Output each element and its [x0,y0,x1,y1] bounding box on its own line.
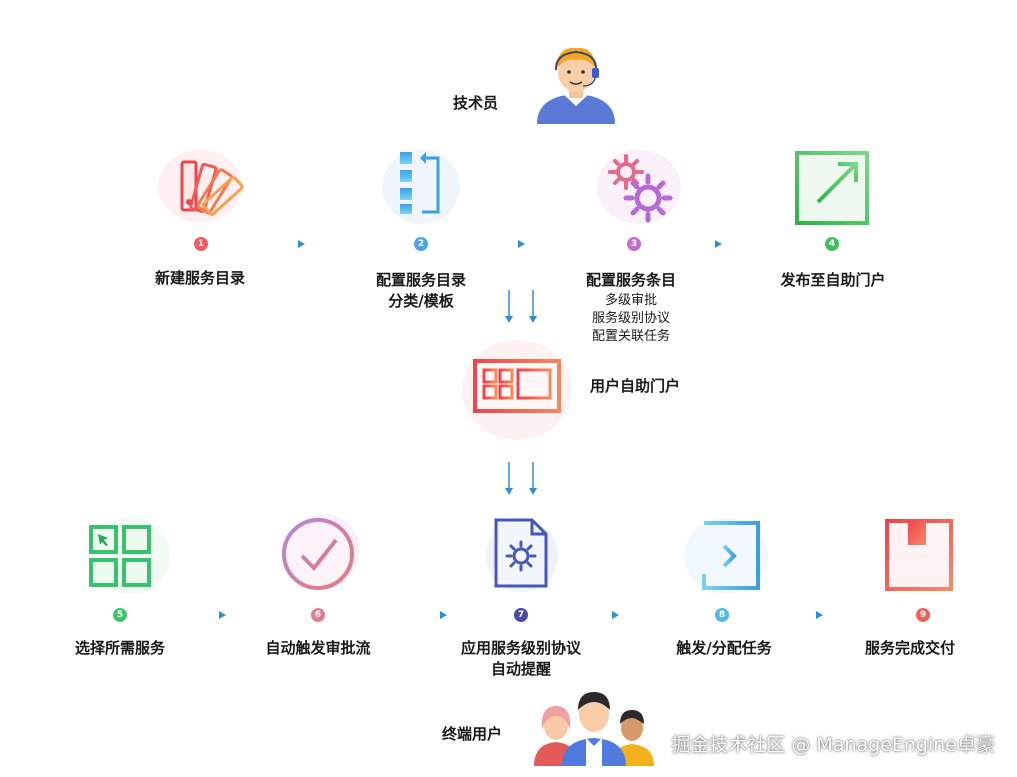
arrow-1-2 [298,240,305,248]
step-5-label: 选择所需服务 [74,639,165,657]
step-2-bg [382,150,460,224]
step-1-number: 1 [194,237,208,251]
technician-avatar-icon [537,47,615,124]
step-4-number: 4 [825,237,839,251]
step-9-number: 9 [916,608,930,622]
task-assign-arrow-icon [690,521,760,590]
step-4-label: 发布至自助门户 [780,271,886,289]
step-1-label: 新建服务目录 [154,269,245,287]
portal-screen-icon [473,359,561,424]
approval-check-icon [282,518,354,590]
arrow-2-3 [518,240,525,248]
step-3-number: 3 [627,237,641,251]
down-arrows-from-portal [508,462,534,490]
portal-label: 用户自助门户 [590,377,681,395]
arrow-3-4 [715,240,722,248]
step-5-number: 5 [113,608,127,622]
arrow-8-9 [816,611,823,619]
step-6-label: 自动触发审批流 [265,639,371,657]
down-arrows-to-portal [508,290,534,318]
step-2-label: 配置服务目录 [375,271,466,289]
arrow-6-7 [440,611,447,619]
step-3-sub-3: 配置关联任务 [591,329,670,344]
delivery-box-icon [885,519,953,591]
step-7-label-line2: 自动提醒 [490,660,551,678]
step-3-sub-2: 服务级别协议 [591,311,670,326]
arrow-5-6 [219,611,226,619]
color-swatch-icon [180,160,244,216]
arrow-7-8 [612,611,619,619]
step-6-number: 6 [311,608,325,622]
step-8-number: 8 [715,608,729,622]
publish-arrow-icon [795,151,869,225]
sla-document-gear-icon [494,518,548,588]
step-2-number: 2 [414,237,428,251]
end-users-label: 终端用户 [442,725,503,743]
technician-label: 技术员 [453,94,499,112]
step-7-label: 应用服务级别协议 [460,639,581,657]
end-users-group-icon [534,692,654,766]
service-grid-icon [89,525,151,587]
step-3-sub-1: 多级审批 [604,293,657,308]
step-8-label: 触发/分配任务 [676,639,772,657]
gears-icon [608,154,673,223]
step-7-number: 7 [514,608,528,622]
step-9-label: 服务完成交付 [864,639,955,657]
watermark-text: 掘金技术社区 @ ManageEngine卓豪 [671,734,995,756]
catalog-categories-icon [400,152,440,214]
step-2-label-line2: 分类/模板 [388,292,454,310]
step-3-label: 配置服务条目 [585,271,676,289]
